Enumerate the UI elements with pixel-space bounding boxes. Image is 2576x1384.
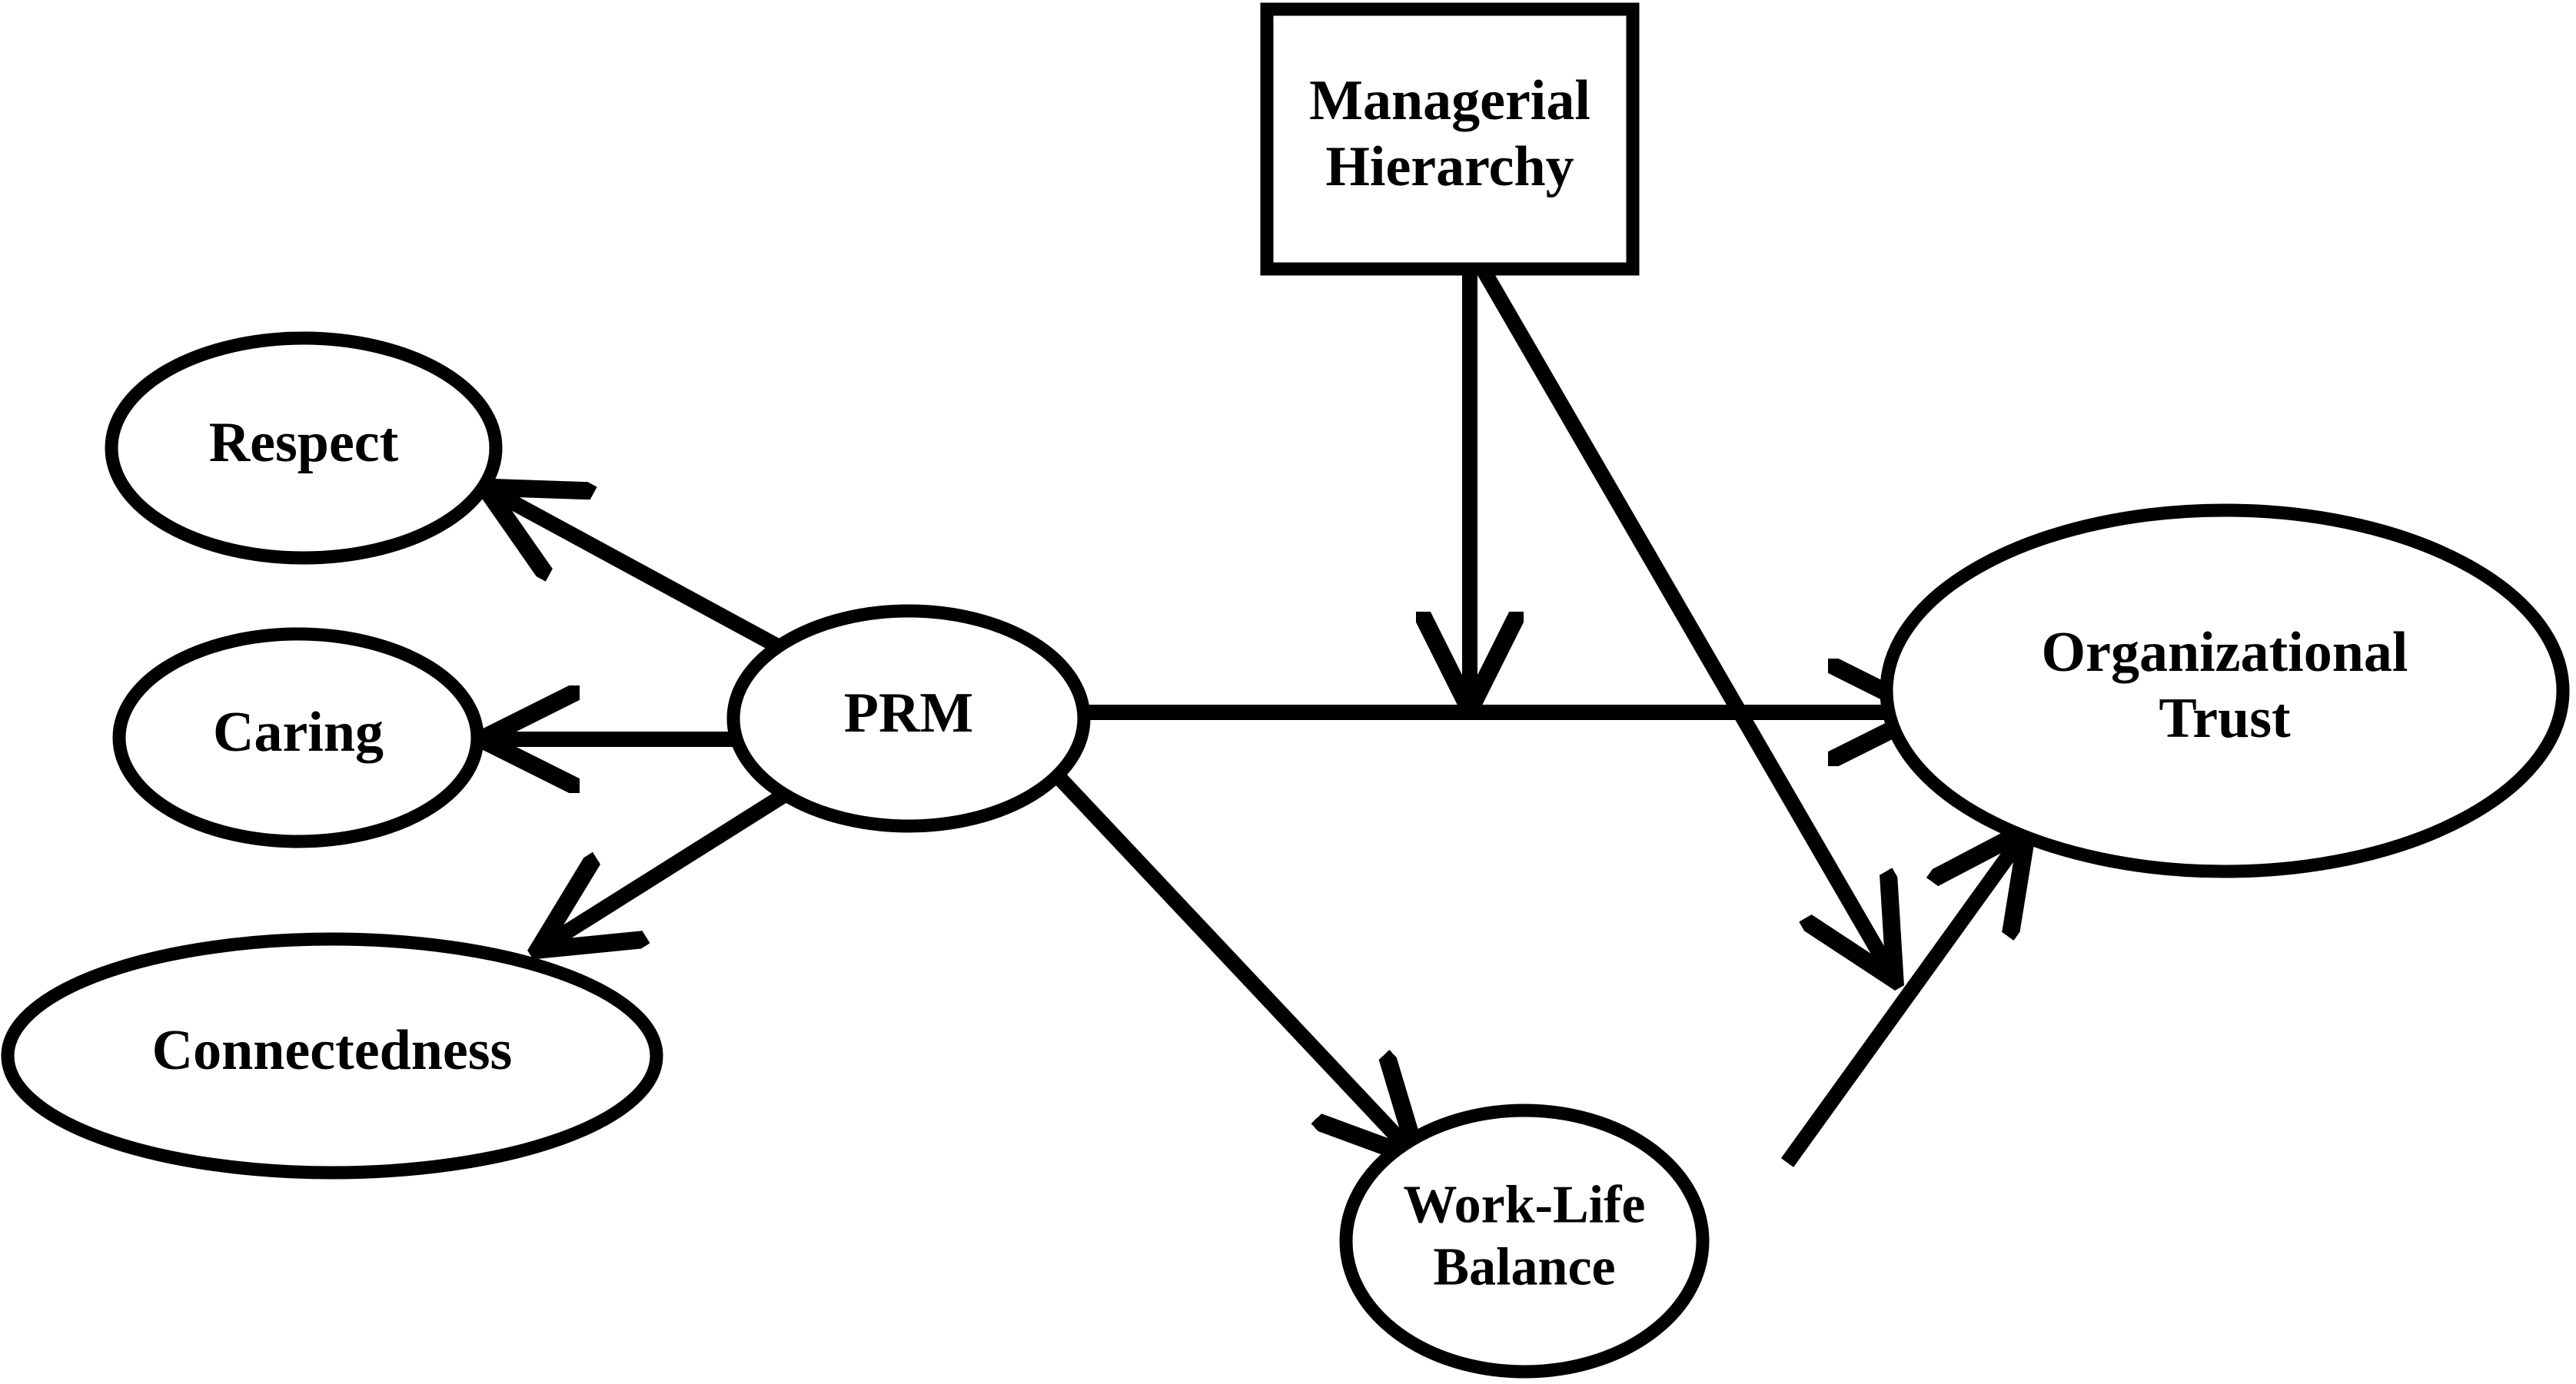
node-label-line: Caring [213,701,384,764]
node-prm[interactable]: PRM [726,604,1091,833]
node-caring[interactable]: Caring [112,627,484,848]
node-shape-managerial-hierarchy[interactable] [1260,2,1640,276]
node-label-line: Hierarchy [1325,135,1574,198]
node-label-line: Work-Life [1404,1175,1646,1234]
node-label-line: Managerial [1309,69,1590,132]
node-connectedness[interactable]: Connectedness [1,932,663,1180]
node-label-line: Respect [209,411,399,474]
edge-line-managerial-hierarchy-moderates-wlb-trust [1477,266,1893,976]
node-shape-respect[interactable] [105,331,503,565]
node-shape-organizational-trust[interactable] [1880,503,2570,878]
edge-line-prm-to-respect [489,490,780,652]
node-label-line: Balance [1433,1238,1615,1297]
edges-layer [486,266,2025,1167]
edge-prm-to-respect [489,490,780,652]
node-respect[interactable]: Respect [105,331,503,565]
node-label-line: Connectedness [152,1019,513,1082]
node-shape-caring[interactable] [112,627,484,848]
node-shape-connectedness[interactable] [1,932,663,1180]
edge-line-work-life-balance-to-organizational-trust [1780,833,2025,1167]
node-label-connectedness: Connectedness [152,1019,513,1082]
node-label-caring: Caring [213,701,384,764]
edge-line-prm-to-connectedness [542,789,787,948]
edge-managerial-hierarchy-moderates-wlb-trust [1477,266,1893,976]
node-shape-prm[interactable] [726,604,1091,833]
node-label-line: Organizational [2042,621,2408,684]
edge-work-life-balance-to-organizational-trust [1780,833,2025,1167]
edge-prm-to-work-life-balance [1053,772,1414,1155]
node-label-respect: Respect [209,411,399,474]
edge-line-prm-to-work-life-balance [1053,772,1414,1155]
node-shape-work-life-balance[interactable] [1339,1104,1710,1379]
node-label-prm: PRM [844,682,974,745]
edge-prm-to-connectedness [542,789,787,948]
node-label-line: Trust [2159,687,2291,750]
node-label-line: PRM [844,682,974,745]
